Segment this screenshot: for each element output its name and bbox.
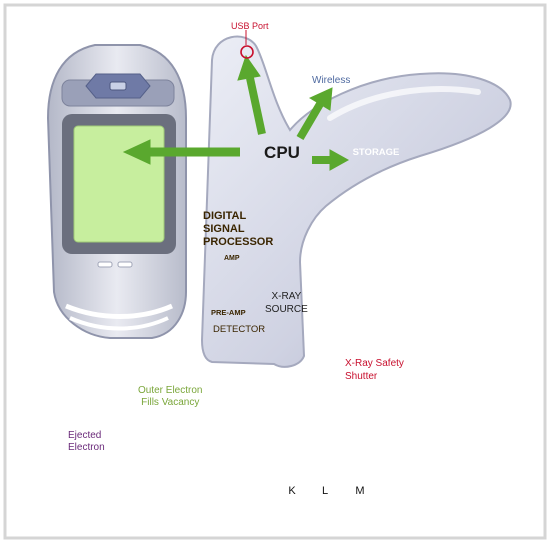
safety-shutter-label: X-Ray Safety Shutter [345,358,404,382]
device-grip-stripe-2 [69,316,169,331]
analyzer-body [200,35,512,368]
cpu-label: CPU [264,143,300,162]
usb-port-label: USB Port [231,21,269,31]
signal-arrows [122,54,350,171]
usb-callout-circle [240,45,254,59]
amp-label: AMP [224,255,240,262]
ejected-electron-label: Ejected Electron [68,430,105,453]
pre-amp-label: PRE-AMP [211,308,246,317]
device-key-right [117,261,133,268]
shell-l-label: L [321,485,329,497]
shell-k-label: K [288,485,296,497]
detector-label: DETECTOR [213,324,266,335]
xray-source-label: X-RAY SOURCE [265,291,308,315]
dsp-label: DIGITAL SIGNAL PROCESSOR [203,210,274,248]
device-key-left [97,261,113,268]
usb-port-icon [109,81,127,91]
device-grip-stripe [65,303,174,319]
storage-label: STORAGE [352,147,400,158]
shell-m-label: M [355,485,365,497]
wireless-label: Wireless [312,75,351,86]
outer-electron-label: Outer Electron Fills Vacancy [138,385,203,408]
handle-highlight [327,86,481,121]
